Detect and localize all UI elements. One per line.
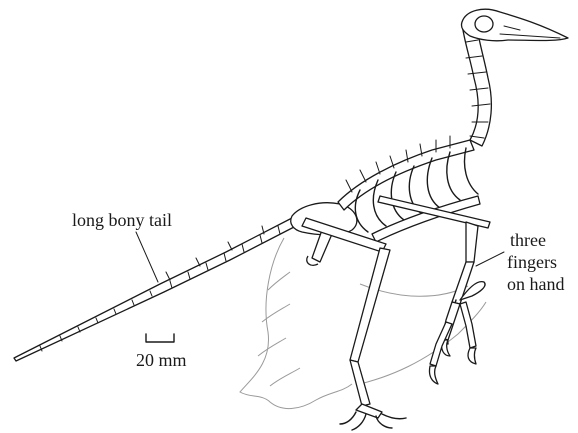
fingers-leader-line	[476, 252, 504, 266]
tail-vertebrae	[14, 218, 296, 361]
scale-bar	[146, 334, 174, 342]
scale-label: 20 mm	[136, 350, 187, 370]
fingers-label-line3: on hand	[507, 274, 565, 294]
skull	[461, 9, 568, 41]
fingers-label-line1: three	[510, 230, 546, 250]
tail-label: long bony tail	[72, 210, 172, 230]
tail-leader-line	[136, 232, 158, 282]
dorsal-spine	[338, 136, 474, 210]
fingers-label-line2: fingers	[507, 252, 557, 272]
